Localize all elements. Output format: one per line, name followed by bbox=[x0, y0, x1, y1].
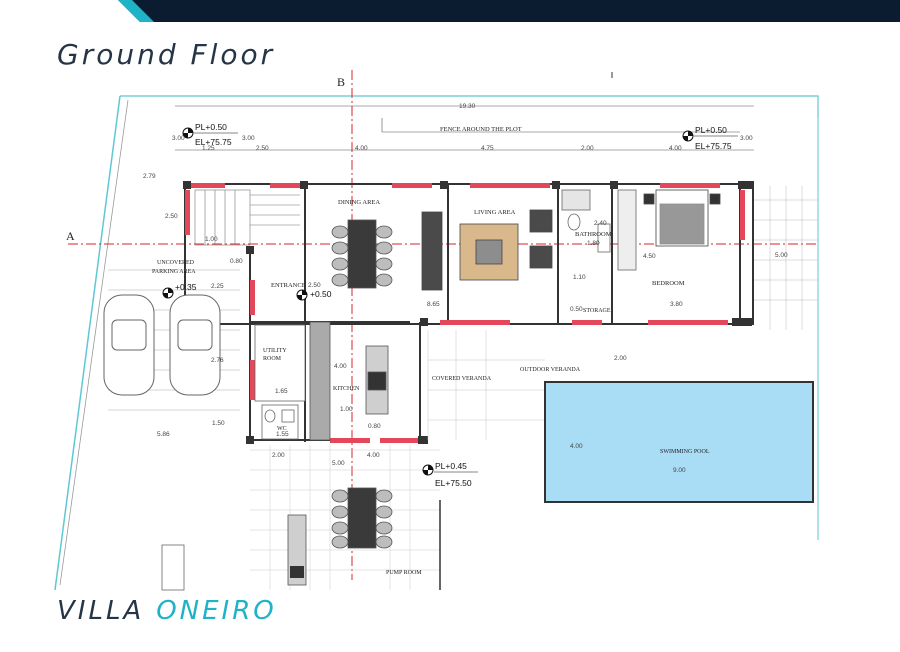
brand-word-villa: VILLA bbox=[57, 596, 145, 626]
label-covered-veranda: COVERED VERANDA bbox=[432, 376, 492, 382]
label-wc: WC bbox=[277, 426, 287, 432]
covered-veranda-paving bbox=[427, 330, 545, 440]
garden-bench bbox=[161, 544, 185, 591]
svg-text:1.00: 1.00 bbox=[340, 406, 353, 413]
svg-text:3.00: 3.00 bbox=[242, 135, 255, 142]
outdoor-dining-table bbox=[331, 487, 393, 549]
svg-text:2.50: 2.50 bbox=[308, 282, 321, 289]
label-pump-room: PUMP ROOM bbox=[386, 570, 422, 576]
label-entrance: ENTRANCE bbox=[271, 282, 306, 289]
label-kitchen: KITCHEN bbox=[333, 386, 360, 392]
label-utility-line2: ROOM bbox=[263, 356, 282, 362]
svg-text:PL+0.50: PL+0.50 bbox=[195, 122, 227, 132]
svg-text:4.75: 4.75 bbox=[481, 145, 494, 152]
svg-text:1.65: 1.65 bbox=[275, 388, 288, 395]
label-dining-area: DINING AREA bbox=[338, 199, 380, 206]
label-bedroom: BEDROOM bbox=[652, 280, 685, 287]
svg-text:3.00: 3.00 bbox=[172, 135, 185, 142]
svg-text:1.55: 1.55 bbox=[276, 431, 289, 438]
svg-text:EL+75.75: EL+75.75 bbox=[695, 141, 732, 151]
outdoor-grill bbox=[290, 566, 304, 578]
svg-text:4.50: 4.50 bbox=[643, 253, 656, 260]
bed bbox=[643, 189, 721, 247]
label-storage: STORAGE bbox=[583, 308, 611, 314]
svg-text:2.40: 2.40 bbox=[594, 220, 607, 227]
svg-text:1.10: 1.10 bbox=[573, 274, 586, 281]
staircase bbox=[194, 189, 300, 246]
dining-table bbox=[331, 219, 393, 289]
svg-text:2.50: 2.50 bbox=[256, 145, 269, 152]
label-fence: FENCE AROUND THE PLOT bbox=[440, 126, 522, 133]
wall-highlights bbox=[185, 183, 745, 443]
kitchen bbox=[309, 321, 389, 441]
svg-text:EL+75.75: EL+75.75 bbox=[195, 137, 232, 147]
svg-text:5.86: 5.86 bbox=[157, 431, 170, 438]
level-marker: PL+0.50 EL+75.75 bbox=[682, 125, 738, 151]
utility-wc bbox=[254, 324, 306, 440]
svg-text:5.00: 5.00 bbox=[332, 460, 345, 467]
axis-marker-a: A bbox=[66, 229, 75, 243]
dimension-labels: 19.30 1.25 2.50 4.00 4.75 2.00 4.00 3.00… bbox=[143, 103, 788, 474]
label-outdoor-veranda: OUTDOOR VERANDA bbox=[520, 367, 581, 373]
brand-logo: VILLA ONEIRO bbox=[57, 596, 277, 626]
svg-text:EL+75.50: EL+75.50 bbox=[435, 478, 472, 488]
svg-text:2.00: 2.00 bbox=[272, 452, 285, 459]
label-utility-line1: UTILITY bbox=[263, 348, 287, 354]
columns bbox=[183, 181, 754, 444]
lower-paving bbox=[250, 445, 440, 590]
axis-marker-b: B bbox=[337, 75, 345, 89]
svg-text:+0.50: +0.50 bbox=[310, 289, 332, 299]
label-living-area: LIVING AREA bbox=[474, 209, 516, 216]
svg-text:2.76: 2.76 bbox=[211, 357, 224, 364]
svg-text:4.00: 4.00 bbox=[355, 145, 368, 152]
svg-text:4.00: 4.00 bbox=[669, 145, 682, 152]
level-marker: PL+0.50 EL+75.75 bbox=[182, 122, 238, 147]
svg-text:PL+0.50: PL+0.50 bbox=[695, 125, 727, 135]
svg-text:4.00: 4.00 bbox=[334, 363, 347, 370]
svg-text:0.80: 0.80 bbox=[230, 258, 243, 265]
label-parking-line1: UNCOVERED bbox=[157, 260, 195, 266]
level-marker: +0.35 bbox=[162, 282, 197, 299]
page-title: Ground Floor bbox=[57, 38, 276, 71]
svg-text:1.00: 1.00 bbox=[205, 236, 218, 243]
level-marker: +0.50 bbox=[296, 289, 332, 301]
bathroom-fixtures bbox=[561, 189, 637, 271]
brand-word-oneiro: ONEIRO bbox=[156, 596, 277, 626]
svg-text:2.79: 2.79 bbox=[143, 173, 156, 180]
label-swimming-pool: SWIMMING POOL bbox=[660, 449, 710, 455]
svg-text:1.50: 1.50 bbox=[212, 420, 225, 427]
car-right bbox=[169, 294, 221, 396]
svg-text:1.80: 1.80 bbox=[587, 240, 600, 247]
plot-boundary bbox=[54, 95, 121, 591]
svg-text:+0.35: +0.35 bbox=[175, 282, 197, 292]
svg-text:19.30: 19.30 bbox=[459, 103, 476, 110]
svg-text:4.00: 4.00 bbox=[570, 443, 583, 450]
svg-text:9.00: 9.00 bbox=[673, 467, 686, 474]
svg-text:0.50: 0.50 bbox=[570, 306, 583, 313]
svg-text:2.50: 2.50 bbox=[165, 213, 178, 220]
label-bathroom: BATHROOM bbox=[575, 231, 612, 238]
svg-text:1.25: 1.25 bbox=[202, 145, 215, 152]
header-bar bbox=[0, 0, 900, 22]
living-furniture bbox=[421, 209, 553, 291]
level-marker: PL+0.45 EL+75.50 bbox=[422, 461, 478, 488]
svg-text:3.00: 3.00 bbox=[740, 135, 753, 142]
svg-text:PL+0.45: PL+0.45 bbox=[435, 461, 467, 471]
label-parking-line2: PARKING AREA bbox=[152, 269, 196, 275]
svg-text:0.80: 0.80 bbox=[368, 423, 381, 430]
svg-text:5.00: 5.00 bbox=[775, 252, 788, 259]
swimming-pool bbox=[544, 381, 814, 503]
svg-text:4.00: 4.00 bbox=[367, 452, 380, 459]
svg-text:8.65: 8.65 bbox=[427, 301, 440, 308]
svg-text:3.80: 3.80 bbox=[670, 301, 683, 308]
car-left bbox=[103, 294, 155, 396]
svg-text:2.00: 2.00 bbox=[581, 145, 594, 152]
svg-text:2.00: 2.00 bbox=[614, 355, 627, 362]
svg-text:2.25: 2.25 bbox=[211, 283, 224, 290]
terrace-paving bbox=[754, 186, 818, 330]
